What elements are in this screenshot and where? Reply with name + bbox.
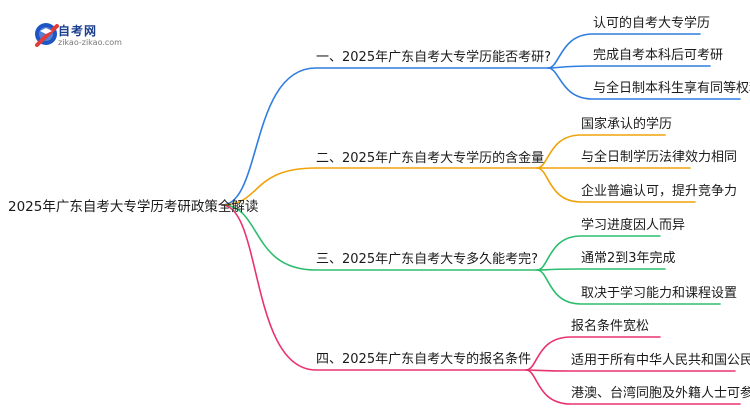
logo-url: zikao-zikao.com — [58, 38, 122, 47]
leaf-connector — [525, 369, 736, 372]
branch-topic-2: 二、2025年广东自考大专学历的含金量 — [316, 151, 545, 166]
leaf-connector — [525, 336, 661, 371]
leaf-connector — [536, 268, 666, 271]
branch-connector — [221, 167, 538, 206]
leaf-topic: 学习进度因人而异 — [581, 218, 686, 233]
leaf-topic: 认可的自考大专学历 — [593, 16, 711, 31]
logo-title: 自考网 — [58, 24, 98, 38]
leaf-topic: 通常2到3年完成 — [581, 251, 676, 266]
leaf-topic: 企业普遍认可，提升竞争力 — [581, 184, 738, 199]
leaf-topic: 港澳、台湾同胞及外籍人士可参加 — [571, 386, 750, 401]
leaf-topic: 取决于学习能力和课程设置 — [581, 286, 738, 301]
branch-topic-3: 三、2025年广东自考大专多久能考完? — [316, 252, 538, 267]
leaf-topic: 国家承认的学历 — [581, 117, 673, 132]
leaf-connector — [536, 235, 661, 271]
leaf-connector — [547, 67, 741, 100]
branch-connector — [221, 67, 549, 206]
leaf-connector — [536, 134, 666, 169]
logo-icon — [35, 23, 59, 47]
branch-topic-1: 一、2025年广东自考大专学历能否考研? — [316, 50, 551, 65]
root-topic: 2025年广东自考大专学历考研政策全解读 — [8, 199, 259, 215]
leaf-topic: 完成自考本科后可考研 — [593, 48, 724, 63]
leaf-topic: 适用于所有中华人民共和国公民 — [571, 353, 750, 368]
branch-connector — [221, 204, 538, 271]
leaf-topic: 与全日制本科生享有同等权利 — [593, 81, 750, 96]
leaf-connector — [536, 269, 721, 305]
leaf-topic: 与全日制学历法律效力相同 — [581, 150, 738, 165]
branch-connector — [221, 204, 527, 371]
leaf-topic: 报名条件宽松 — [571, 319, 650, 334]
leaf-connector — [525, 369, 741, 405]
branch-topic-4: 四、2025年广东自考大专的报名条件 — [316, 352, 532, 367]
leaf-connector — [536, 167, 696, 203]
leaf-connector — [547, 65, 711, 69]
leaf-connector — [547, 33, 701, 69]
